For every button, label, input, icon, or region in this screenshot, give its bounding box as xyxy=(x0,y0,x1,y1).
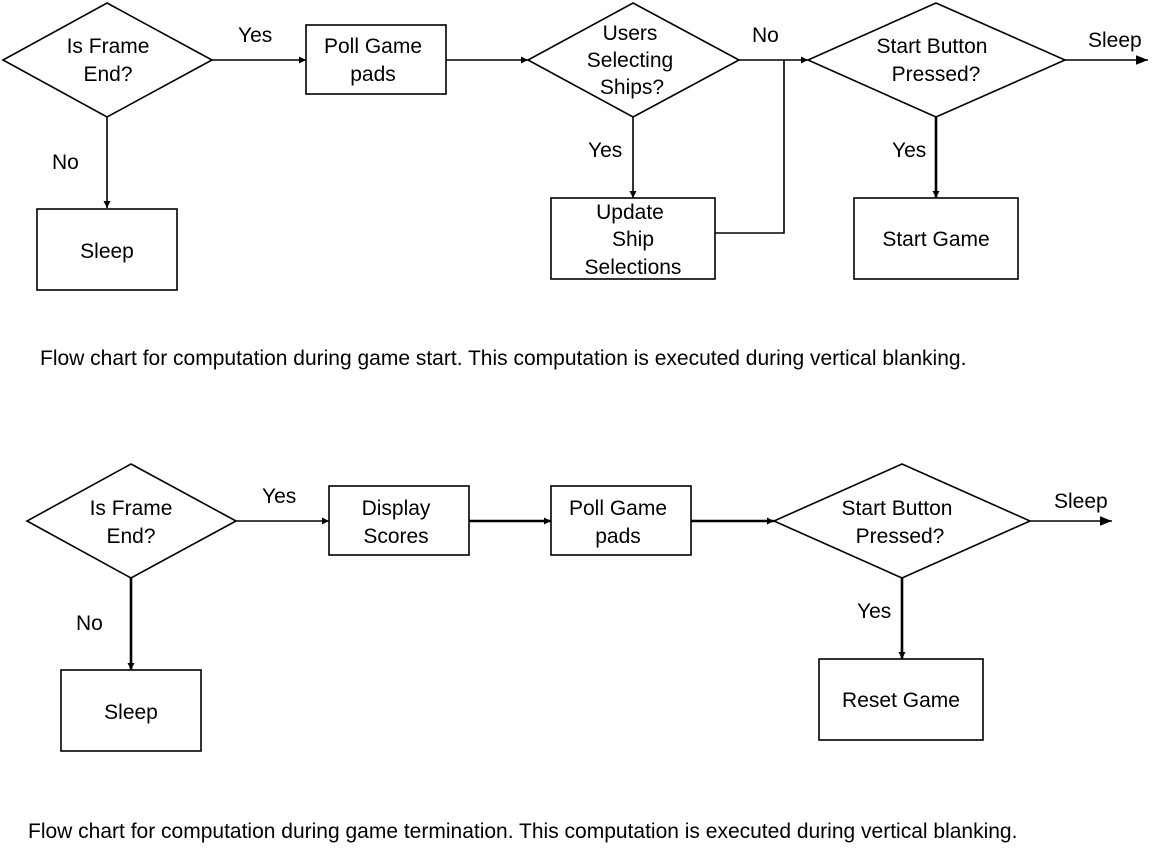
caption-game-start: Flow chart for computation during game s… xyxy=(40,347,966,370)
decision-label-line: Start Button xyxy=(877,35,988,58)
process-label-line: Poll Game xyxy=(324,35,422,58)
process-label-line: Start Game xyxy=(882,228,989,251)
process-label-line: Display xyxy=(362,497,431,520)
process-label-line: Selections xyxy=(585,256,682,279)
edge-label-no: No xyxy=(52,151,79,174)
process-label-line: Sleep xyxy=(80,240,134,263)
process-poll-game-pads: Poll Game pads xyxy=(550,485,692,556)
edge-label-yes: Yes xyxy=(262,485,296,508)
edge-label-sleep: Sleep xyxy=(1088,29,1142,52)
process-poll-game-pads: Poll Game pads xyxy=(305,24,447,95)
decision-label-line: End? xyxy=(83,63,132,86)
process-label-line: Sleep xyxy=(104,701,158,724)
decision-label-line: Pressed? xyxy=(856,525,945,548)
process-sleep: Sleep xyxy=(60,669,202,752)
edge-label-yes: Yes xyxy=(588,139,622,162)
edge-label-yes: Yes xyxy=(892,139,926,162)
edge-label-yes: Yes xyxy=(238,24,272,47)
process-label-line: pads xyxy=(350,63,396,86)
process-label-line: Scores xyxy=(363,525,428,548)
decision-label-line: Selecting xyxy=(587,49,673,72)
edge-label-no: No xyxy=(76,612,103,635)
process-label-line: Reset Game xyxy=(842,689,960,712)
edge-label-yes: Yes xyxy=(857,600,891,623)
process-label-line: Ship xyxy=(612,228,654,251)
decision-label-line: Start Button xyxy=(842,497,953,520)
edge-label-sleep: Sleep xyxy=(1054,490,1108,513)
decision-is-frame-end: Is Frame End? xyxy=(25,463,238,579)
decision-start-button-pressed: Start Button Pressed? xyxy=(806,2,1067,118)
decision-users-selecting-ships: Users Selecting Ships? xyxy=(526,2,741,118)
diagram-game-start: Is Frame End? Poll Game pads Users Selec… xyxy=(1,2,1148,370)
process-start-game: Start Game xyxy=(853,197,1019,280)
decision-is-frame-end: Is Frame End? xyxy=(1,2,214,118)
edge-label-no: No xyxy=(752,24,779,47)
edge-update-loop-back xyxy=(715,60,785,234)
diagram-game-termination: Is Frame End? Display Scores Poll Game p… xyxy=(25,463,1112,843)
decision-label-line: End? xyxy=(106,525,155,548)
process-label-line: Update xyxy=(596,201,664,224)
decision-label-line: Ships? xyxy=(600,76,664,99)
process-reset-game: Reset Game xyxy=(818,658,984,741)
decision-start-button-pressed: Start Button Pressed? xyxy=(772,463,1032,579)
process-display-scores: Display Scores xyxy=(328,485,470,556)
decision-label-line: Is Frame xyxy=(67,35,150,58)
process-label-line: pads xyxy=(595,525,641,548)
caption-game-termination: Flow chart for computation during game t… xyxy=(28,820,1017,843)
decision-label-line: Users xyxy=(603,22,658,45)
process-sleep: Sleep xyxy=(36,208,178,291)
process-label-line: Poll Game xyxy=(569,497,667,520)
decision-label-line: Is Frame xyxy=(90,497,173,520)
process-update-ship-selections: Update Ship Selections xyxy=(550,197,716,280)
decision-label-line: Pressed? xyxy=(892,63,981,86)
